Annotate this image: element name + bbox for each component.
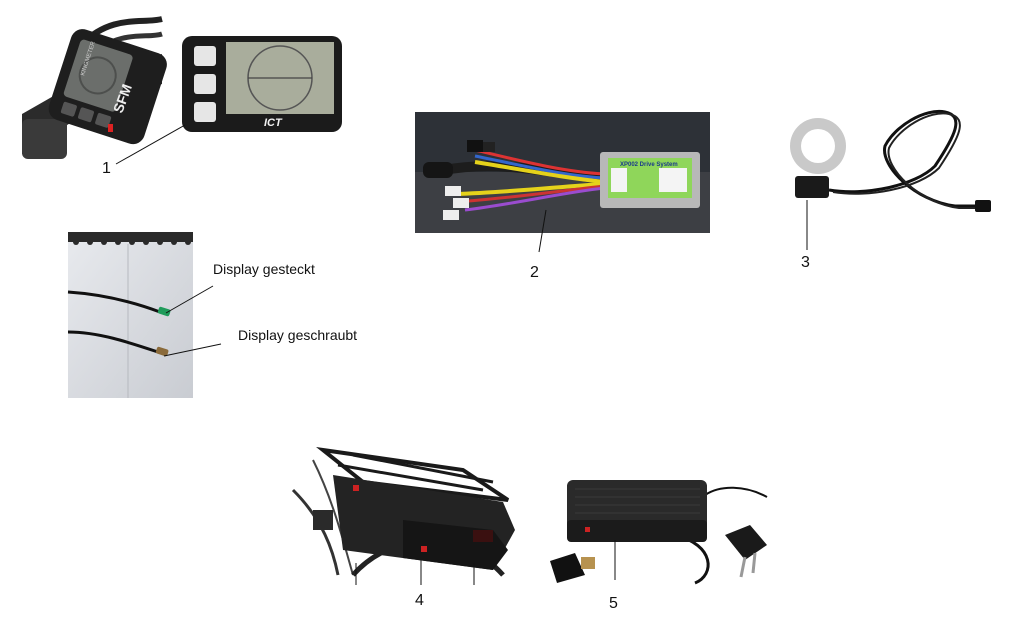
display-connectors-photo [67, 232, 193, 398]
caption-display-plugged: Display gesteckt [213, 261, 315, 277]
callout-3: 3 [801, 254, 810, 271]
controller-label: XP002 Drive System [620, 162, 678, 168]
item-3-sensor-photo [785, 106, 995, 216]
red-marker [108, 124, 113, 132]
item-4-rack-battery-photo [291, 430, 518, 577]
item-1-display-closeup: ICT [182, 36, 342, 132]
display-brand-right: ICT [264, 117, 283, 129]
red-marker-rack [353, 485, 359, 491]
callout-5: 5 [609, 595, 618, 612]
callout-4: 4 [415, 592, 424, 609]
caption-display-screwed: Display geschraubt [238, 327, 358, 343]
item-1-handlebar-display-photo: SFM KINGMETER [22, 14, 167, 162]
red-marker-battery [421, 546, 427, 552]
callout-1: 1 [102, 160, 111, 177]
item-5-charger-photo [545, 475, 770, 585]
callout-2: 2 [530, 264, 539, 281]
item-2-controller-photo: XP002 Drive System [415, 112, 710, 233]
